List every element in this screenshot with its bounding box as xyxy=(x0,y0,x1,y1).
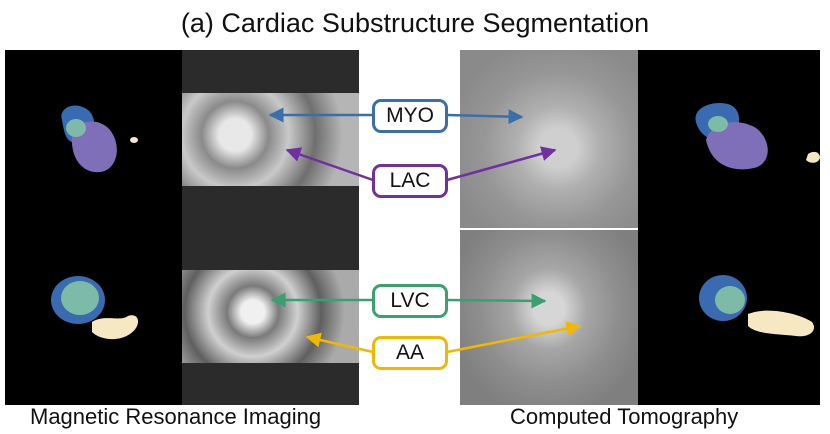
myo-arrow-ct xyxy=(446,109,524,125)
lac-arrow-ct xyxy=(446,146,557,182)
ct-aa-segment-bottom xyxy=(748,310,815,337)
lac-label-text: LAC xyxy=(389,169,431,192)
myo-label: MYO xyxy=(372,99,448,133)
aa-arrow-mri xyxy=(305,332,374,354)
lvc-label: LVC xyxy=(372,284,448,318)
ct-aa-segment-top xyxy=(806,151,820,163)
mri-segmentation-panel xyxy=(5,50,182,405)
lac-label: LAC xyxy=(372,164,448,198)
lvc-label-text: LVC xyxy=(390,289,430,312)
mri-scan-image-bottom xyxy=(182,270,359,363)
figure-title: (a) Cardiac Substructure Segmentation xyxy=(180,8,650,38)
mri-mask-top xyxy=(61,105,138,173)
lac-arrow-mri xyxy=(285,147,374,182)
ct-lvc-segment-top xyxy=(708,116,728,132)
ct-lvc-segment-bottom xyxy=(715,286,745,314)
mri-caption: Magnetic Resonance Imaging xyxy=(30,404,322,429)
ct-lac-segment-top xyxy=(706,122,768,170)
ct-scan-image-top xyxy=(460,50,638,228)
mri-lvc-segment-top xyxy=(66,119,86,137)
myo-label-text: MYO xyxy=(386,104,434,127)
mri-aa-segment-bottom xyxy=(92,315,139,340)
aa-label: AA xyxy=(372,336,448,370)
ct-scan-image-bottom xyxy=(460,230,638,405)
aa-label-text: AA xyxy=(395,341,424,364)
mri-aa-segment-top xyxy=(130,137,138,143)
mri-mask-bottom xyxy=(51,276,139,340)
ct-mask-top xyxy=(695,102,820,170)
lvc-arrow-ct xyxy=(446,293,547,309)
mri-lvc-segment-bottom xyxy=(61,281,99,315)
ct-caption: Computed Tomography xyxy=(510,404,739,429)
aa-arrow-ct xyxy=(446,321,582,354)
ct-mask-bottom xyxy=(699,275,815,337)
